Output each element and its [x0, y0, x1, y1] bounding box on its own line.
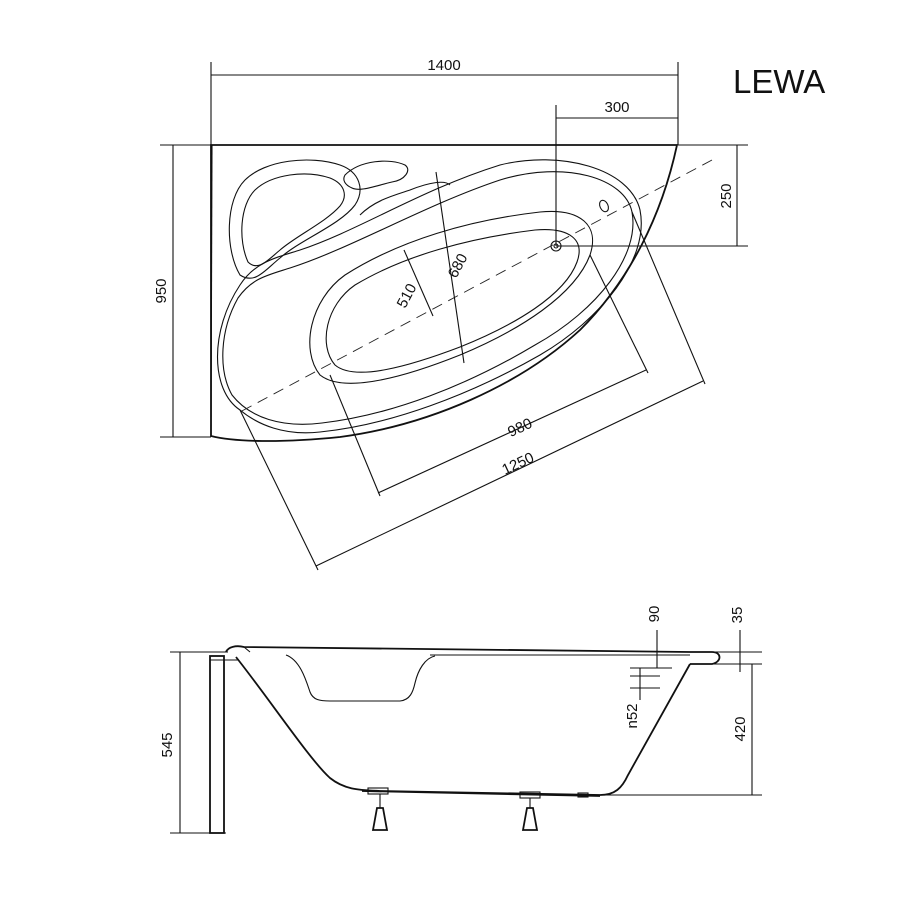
ext-line-980-right	[589, 254, 649, 374]
armrest-grip	[343, 160, 409, 190]
dim-1400: 1400	[427, 57, 460, 74]
dim-line-1250	[315, 380, 704, 567]
dim-35: 35	[729, 607, 746, 624]
top-view: 1400 300 250 950 680 510 980 1250	[153, 57, 748, 571]
headrest	[228, 159, 361, 279]
ext-line-980-left	[329, 374, 381, 497]
foot-right	[521, 798, 539, 831]
dim-line-510	[403, 249, 434, 317]
backrest-notch	[285, 654, 436, 702]
ext-line-1250-right	[631, 211, 706, 385]
headrest-inner	[241, 173, 345, 267]
dim-line-680	[435, 171, 465, 364]
dim-90: 90	[646, 606, 663, 623]
rim-inner-line-2	[222, 171, 634, 425]
dim-n52: n52	[624, 703, 641, 728]
basin-floor-inner	[325, 229, 580, 373]
dim-510: 510	[394, 281, 421, 311]
dim-980: 980	[505, 415, 535, 441]
ext-line-1250-left	[239, 409, 319, 571]
overflow-icon	[599, 199, 609, 213]
armrest-grip-2	[359, 181, 451, 216]
tub-front-edge	[210, 144, 213, 437]
base-rail	[361, 790, 601, 797]
side-view: 545 420 35 90 n52	[159, 606, 762, 834]
tub-body-profile	[235, 656, 691, 796]
rim-top-line	[243, 646, 251, 653]
center-axis	[239, 159, 713, 413]
dim-420: 420	[732, 716, 749, 741]
side-label: LEWA	[733, 63, 825, 100]
foot-left	[371, 794, 389, 831]
dim-300: 300	[604, 99, 629, 116]
basin-floor-outer	[309, 210, 594, 384]
rail-bracket-end	[577, 792, 589, 798]
rail-bracket-left	[367, 787, 389, 795]
front-panel-support	[209, 655, 225, 834]
dim-250: 250	[718, 183, 735, 208]
dim-545: 545	[159, 732, 176, 757]
dim-1250: 1250	[499, 449, 536, 479]
rim-inner-line	[217, 159, 642, 434]
tub-outer-outline	[210, 144, 679, 442]
dim-950: 950	[153, 278, 170, 303]
dim-line-980	[377, 369, 647, 494]
